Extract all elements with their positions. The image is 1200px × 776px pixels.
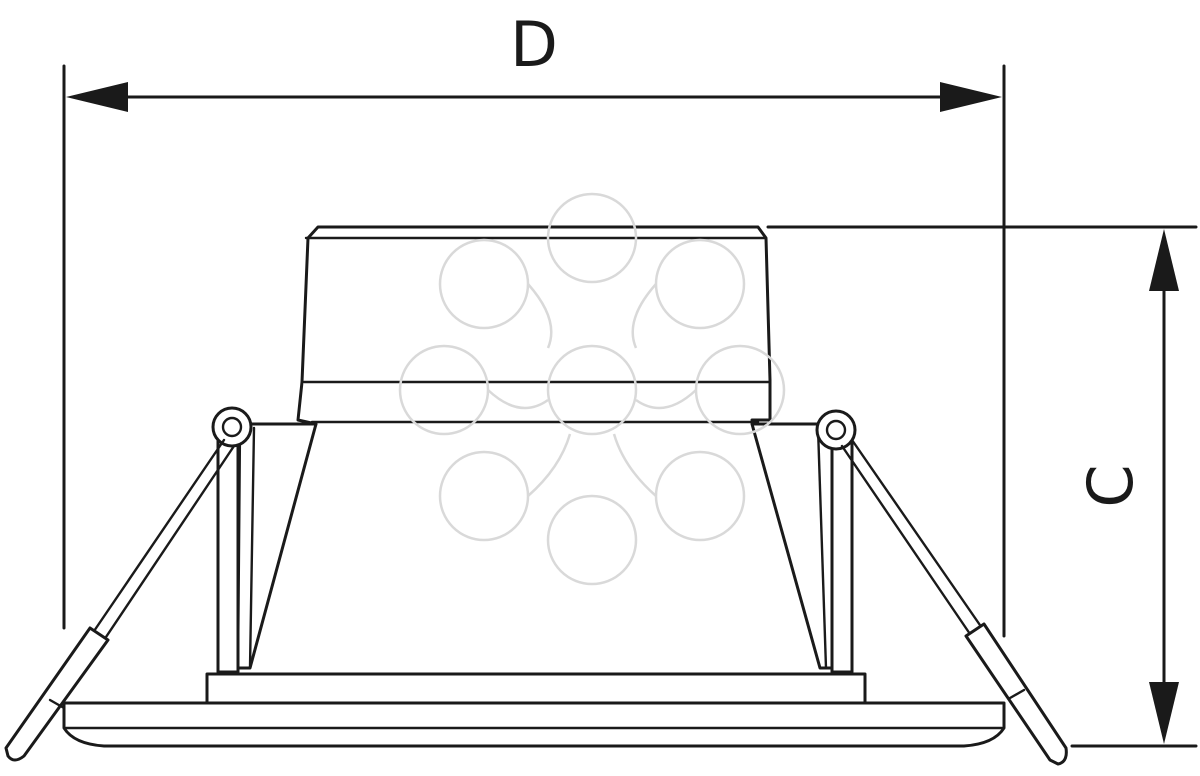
c-arrow-top [1149, 229, 1179, 291]
d-arrow-left [66, 82, 128, 112]
trim-ring [62, 701, 1006, 748]
right-spring-coil [815, 409, 857, 451]
right-arm-wire-1 [840, 444, 972, 636]
right-bracket [750, 409, 857, 674]
flower-logo-icon [398, 192, 786, 586]
left-spring-coil [211, 406, 253, 448]
d-label: D [510, 8, 558, 81]
dimension-c: C [766, 225, 1198, 748]
c-arrow-bottom [1149, 682, 1179, 744]
left-arm-wire-2 [102, 444, 236, 642]
d-arrow-right [940, 82, 1002, 112]
right-spring-coil-inner [825, 419, 847, 441]
downlight-body [4, 225, 1068, 766]
left-arm-tip-band [48, 698, 66, 710]
left-bracket-line-2 [248, 426, 256, 670]
right-arm-wire-2 [850, 438, 984, 630]
left-arm-tip [4, 626, 110, 762]
left-bracket-post [216, 422, 240, 674]
right-bracket-line-1 [816, 426, 828, 670]
right-arm-tip-band [1008, 688, 1026, 700]
left-arm-wire-1 [90, 438, 226, 636]
c-label: C [1074, 464, 1147, 507]
mounting-plate [205, 672, 867, 705]
left-bracket [211, 406, 318, 674]
right-spring-arm [840, 438, 1068, 766]
left-spring-arm [4, 438, 236, 762]
left-spring-coil-inner [221, 416, 243, 438]
right-bracket-post [830, 422, 854, 674]
dimension-d: D [62, 8, 1006, 638]
